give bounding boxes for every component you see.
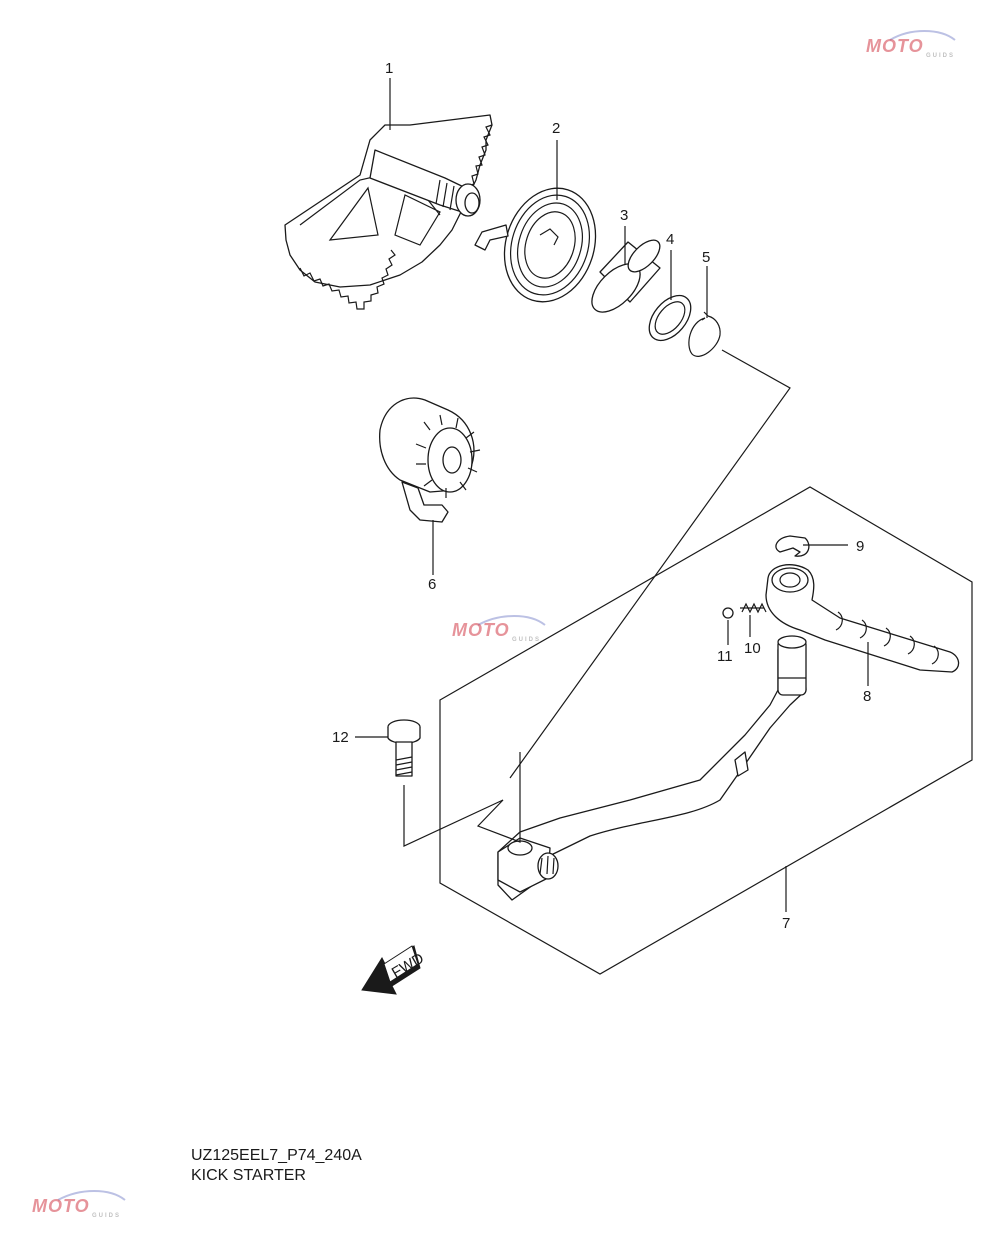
callout-4: 4 bbox=[666, 231, 674, 248]
callout-12: 12 bbox=[332, 729, 349, 746]
callout-11: 11 bbox=[717, 648, 733, 665]
diagram-title: KICK STARTER bbox=[191, 1167, 306, 1184]
callout-5: 5 bbox=[702, 249, 710, 266]
part-4-washer bbox=[648, 294, 692, 342]
part-1-kick-gear bbox=[284, 114, 493, 310]
fwd-arrow: FWD bbox=[361, 945, 427, 995]
callout-2: 2 bbox=[552, 120, 560, 137]
callout-7: 7 bbox=[782, 915, 790, 932]
callout-numbers: 1 2 3 4 5 6 7 8 9 10 11 12 bbox=[332, 60, 871, 932]
callout-6: 6 bbox=[428, 576, 436, 593]
part-7-kick-lever bbox=[497, 635, 807, 901]
diagram-caption: UZ125EEL7_P74_240A KICK STARTER bbox=[191, 1146, 362, 1186]
assembly-box-7 bbox=[439, 486, 973, 975]
part-6-starter-guide bbox=[379, 397, 481, 523]
watermark-swooshes bbox=[57, 30, 956, 1201]
part-12-bolt bbox=[387, 719, 421, 777]
part-8-kick-pedal bbox=[765, 564, 960, 673]
callout-8: 8 bbox=[863, 688, 871, 705]
part-5-circlip bbox=[688, 311, 721, 357]
callout-1: 1 bbox=[385, 60, 393, 77]
diagram-code: UZ125EEL7_P74_240A bbox=[191, 1147, 362, 1164]
leader-lines bbox=[355, 78, 869, 912]
part-11-ball bbox=[722, 607, 734, 619]
part-3-bushing bbox=[591, 239, 661, 313]
part-9-e-clip bbox=[775, 535, 810, 557]
callout-3: 3 bbox=[620, 207, 628, 224]
part-2-spring bbox=[474, 187, 597, 303]
callout-9: 9 bbox=[856, 538, 864, 555]
callout-10: 10 bbox=[744, 640, 761, 657]
part-10-spring bbox=[740, 602, 767, 614]
